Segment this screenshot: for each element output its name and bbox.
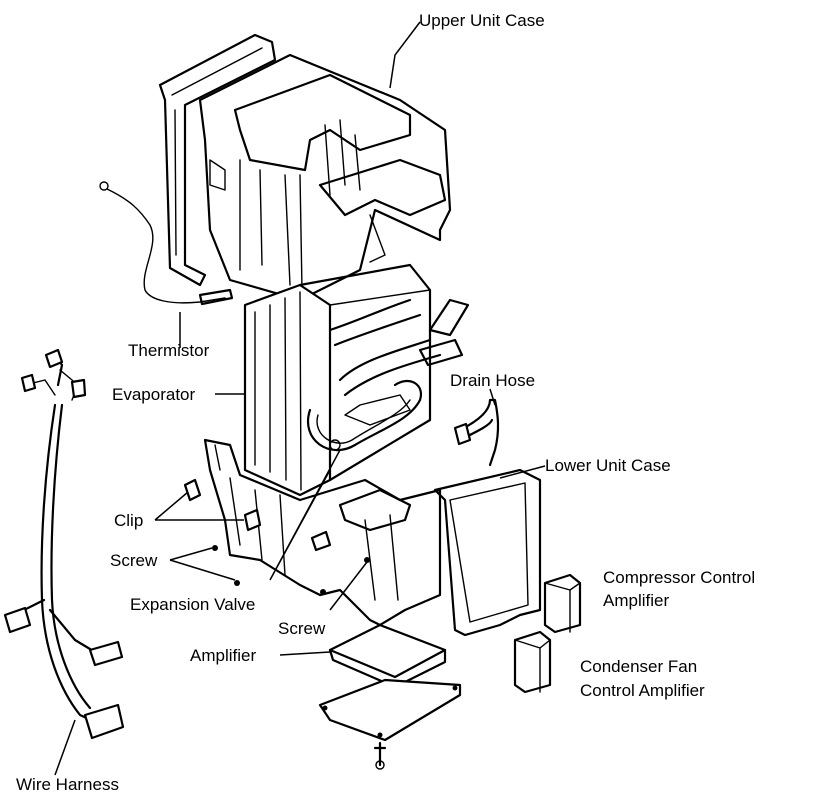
label-compressor-control-amplifier-line2: Amplifier: [603, 591, 670, 610]
label-amplifier: Amplifier: [190, 646, 257, 665]
label-condenser-fan-line1: Condenser Fan: [580, 657, 698, 676]
lower-case-frame: [433, 468, 542, 637]
label-screw-right: Screw: [278, 619, 326, 638]
label-drain-hose: Drain Hose: [450, 371, 536, 390]
condenser-fan-control-amplifier: [513, 630, 552, 694]
label-lower-unit-case: Lower Unit Case: [545, 456, 671, 475]
leader-lines: [54, 21, 546, 776]
compressor-control-amplifier: [543, 573, 582, 634]
thermistor: [99, 181, 234, 306]
label-expansion-valve: Expansion Valve: [130, 595, 256, 614]
drain-hose: [453, 398, 500, 467]
label-evaporator: Evaporator: [112, 385, 196, 404]
label-wire-harness: Wire Harness: [16, 775, 119, 794]
wire-harness: [3, 348, 125, 740]
evaporator: [243, 263, 470, 497]
label-upper-unit-case: Upper Unit Case: [419, 11, 545, 30]
label-condenser-fan-line2: Control Amplifier: [580, 681, 705, 700]
label-thermistor: Thermistor: [128, 341, 210, 360]
label-compressor-control-amplifier-line1: Compressor Control: [603, 568, 756, 587]
label-clip: Clip: [114, 511, 144, 530]
amplifier: [328, 623, 447, 689]
amplifier-cover-plate: [318, 678, 462, 770]
label-screw-left: Screw: [110, 551, 158, 570]
upper-unit-case: [158, 33, 452, 302]
